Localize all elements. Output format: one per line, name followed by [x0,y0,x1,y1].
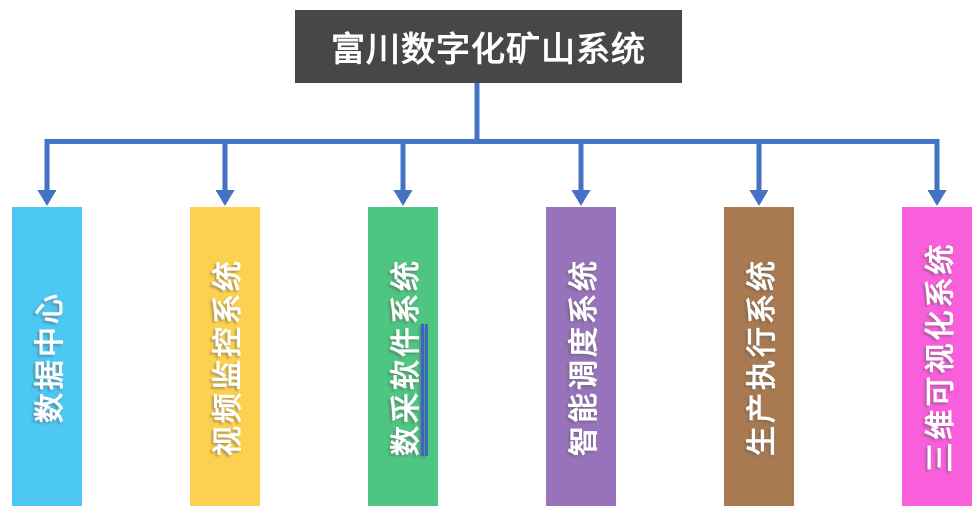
arrow-down-icon [37,190,57,206]
node-label: 视频监控系统 [212,257,245,456]
node-label: 数采软件系统 [381,258,425,456]
node-label: 数据中心 [34,290,67,423]
root-node-box: 富川数字化矿山系统 [295,10,682,83]
node-data-center: 数据中心 [12,207,82,506]
node-production-execution: 生产执行系统 [724,207,794,506]
node-intelligent-dispatch: 智能调度系统 [546,207,616,506]
arrow-down-icon [927,190,947,206]
node-label: 智能调度系统 [568,257,601,456]
node-3d-visualization: 三维可视化系统 [902,207,972,506]
arrow-down-icon [393,190,413,206]
node-data-acquisition-software: 数采软件系统 [368,207,438,506]
arrow-down-icon [571,190,591,206]
diagram-title: 富川数字化矿山系统 [331,31,646,69]
arrow-down-icon [215,190,235,206]
node-label: 三维可视化系统 [924,241,957,472]
node-label: 生产执行系统 [746,257,779,456]
arrow-down-icon [749,190,769,206]
node-label-rest: 系统 [390,257,423,324]
underlined-text: 数采软件 [390,323,423,456]
node-video-monitoring: 视频监控系统 [190,207,260,506]
